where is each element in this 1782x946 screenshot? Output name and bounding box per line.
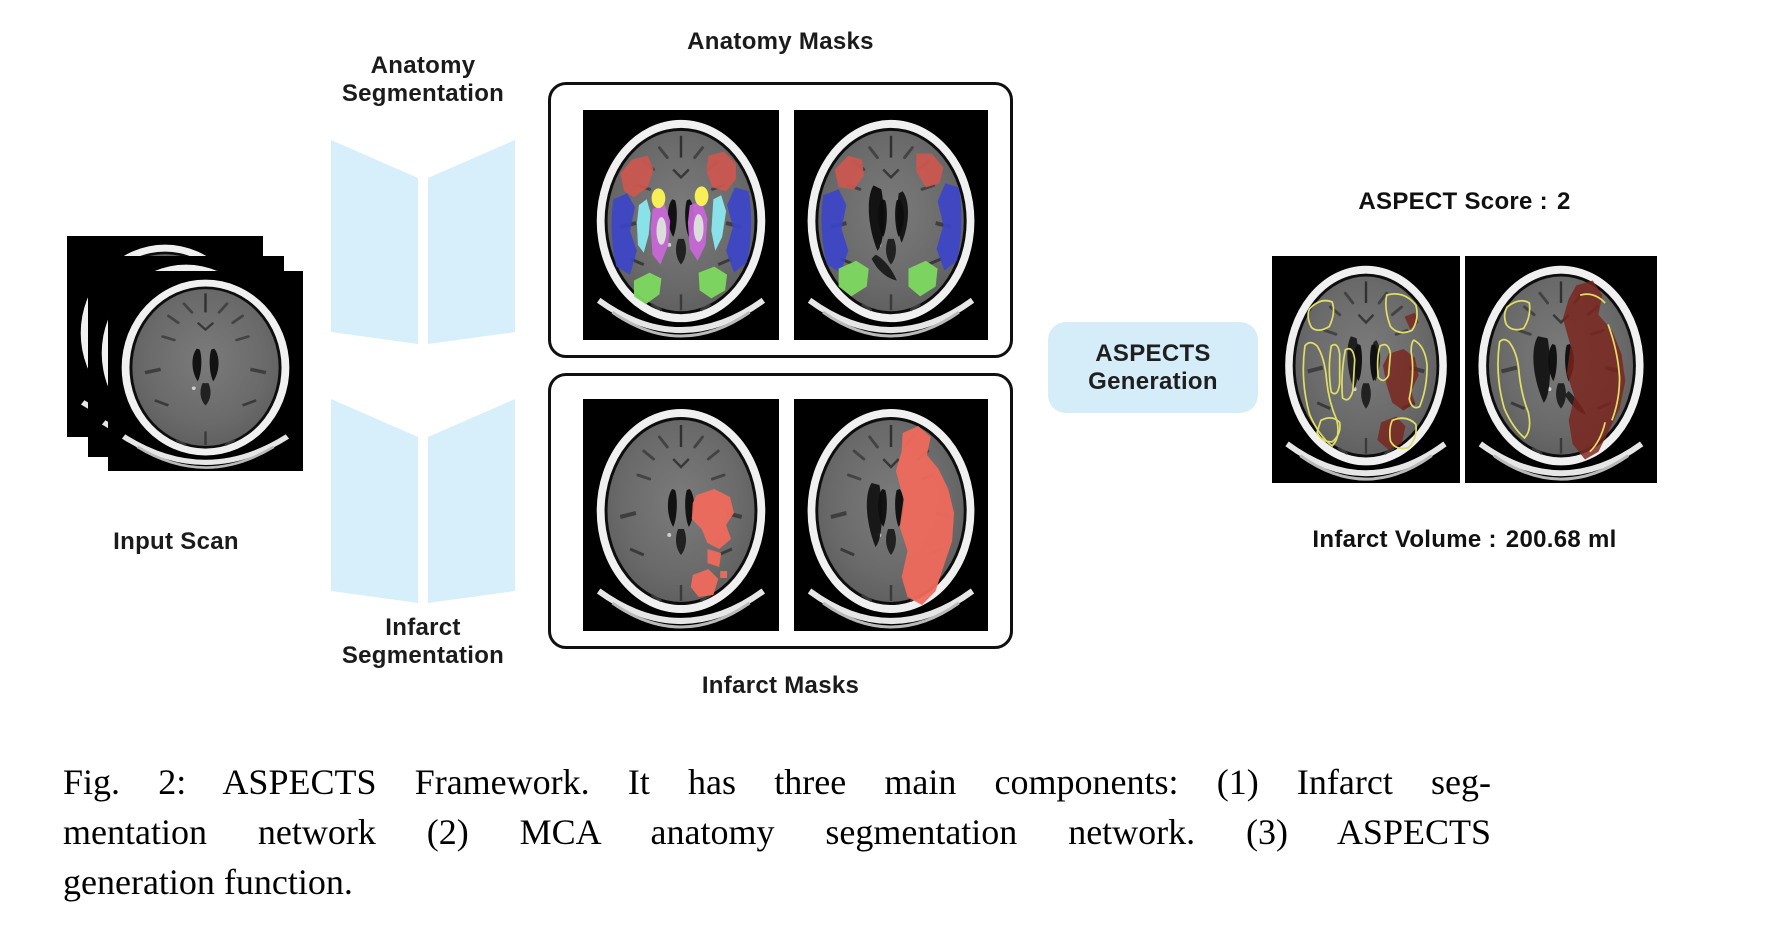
aspects-generation-label-line1: ASPECTS	[1095, 339, 1211, 367]
anatomy-network-label-line2: Segmentation	[341, 80, 505, 107]
anatomy-network-label-line1: Anatomy	[370, 52, 476, 79]
caption-line-1: Fig. 2: ASPECTS Framework. It has three …	[63, 762, 1491, 802]
figure-caption: Fig. 2: ASPECTS Framework. It has three …	[63, 757, 1491, 907]
encoder-decoder-network-icon	[331, 399, 515, 603]
aspects-output-image	[1272, 256, 1657, 483]
infarct-network-label-line2: Segmentation	[341, 642, 505, 669]
infarct-volume-label: Infarct Volume :	[1312, 526, 1497, 553]
infarct-network-label-line1: Infarct	[385, 614, 461, 641]
infarct-volume-text: Infarct Volume : 200.68 ml	[1252, 526, 1677, 554]
anatomy-mask-ct-2	[794, 110, 988, 340]
aspects-generation-label-line2: Generation	[1088, 367, 1218, 395]
aspect-score-text: ASPECT Score : 2	[1272, 188, 1657, 216]
infarct-network-label: Infarct Segmentation	[331, 614, 515, 670]
anatomy-network-label: Anatomy Segmentation	[331, 52, 515, 108]
infarct-masks-box	[548, 373, 1013, 649]
caption-line-3: generation function.	[63, 862, 353, 902]
anatomy-masks-box	[548, 82, 1013, 358]
caption-line-2: mentation network (2) MCA anatomy segmen…	[63, 812, 1491, 852]
infarct-volume-value: 200.68 ml	[1505, 526, 1617, 553]
aspects-output-ct-1	[1272, 256, 1460, 483]
aspects-generation-node: ASPECTS Generation	[1048, 322, 1258, 413]
aspects-output-ct-2	[1465, 256, 1657, 483]
infarct-mask-ct-2	[794, 399, 988, 631]
anatomy-masks-title: Anatomy Masks	[687, 28, 874, 55]
aspect-score-value: 2	[1556, 188, 1571, 215]
aspect-score-label: ASPECT Score :	[1358, 188, 1548, 215]
anatomy-mask-ct-1	[583, 110, 779, 340]
infarct-masks-title: Infarct Masks	[701, 672, 860, 699]
ct-slice-front	[108, 271, 303, 471]
infarct-mask-ct-1	[583, 399, 779, 631]
encoder-decoder-network-icon	[331, 140, 515, 344]
input-scan-label: Input Scan	[113, 528, 239, 555]
